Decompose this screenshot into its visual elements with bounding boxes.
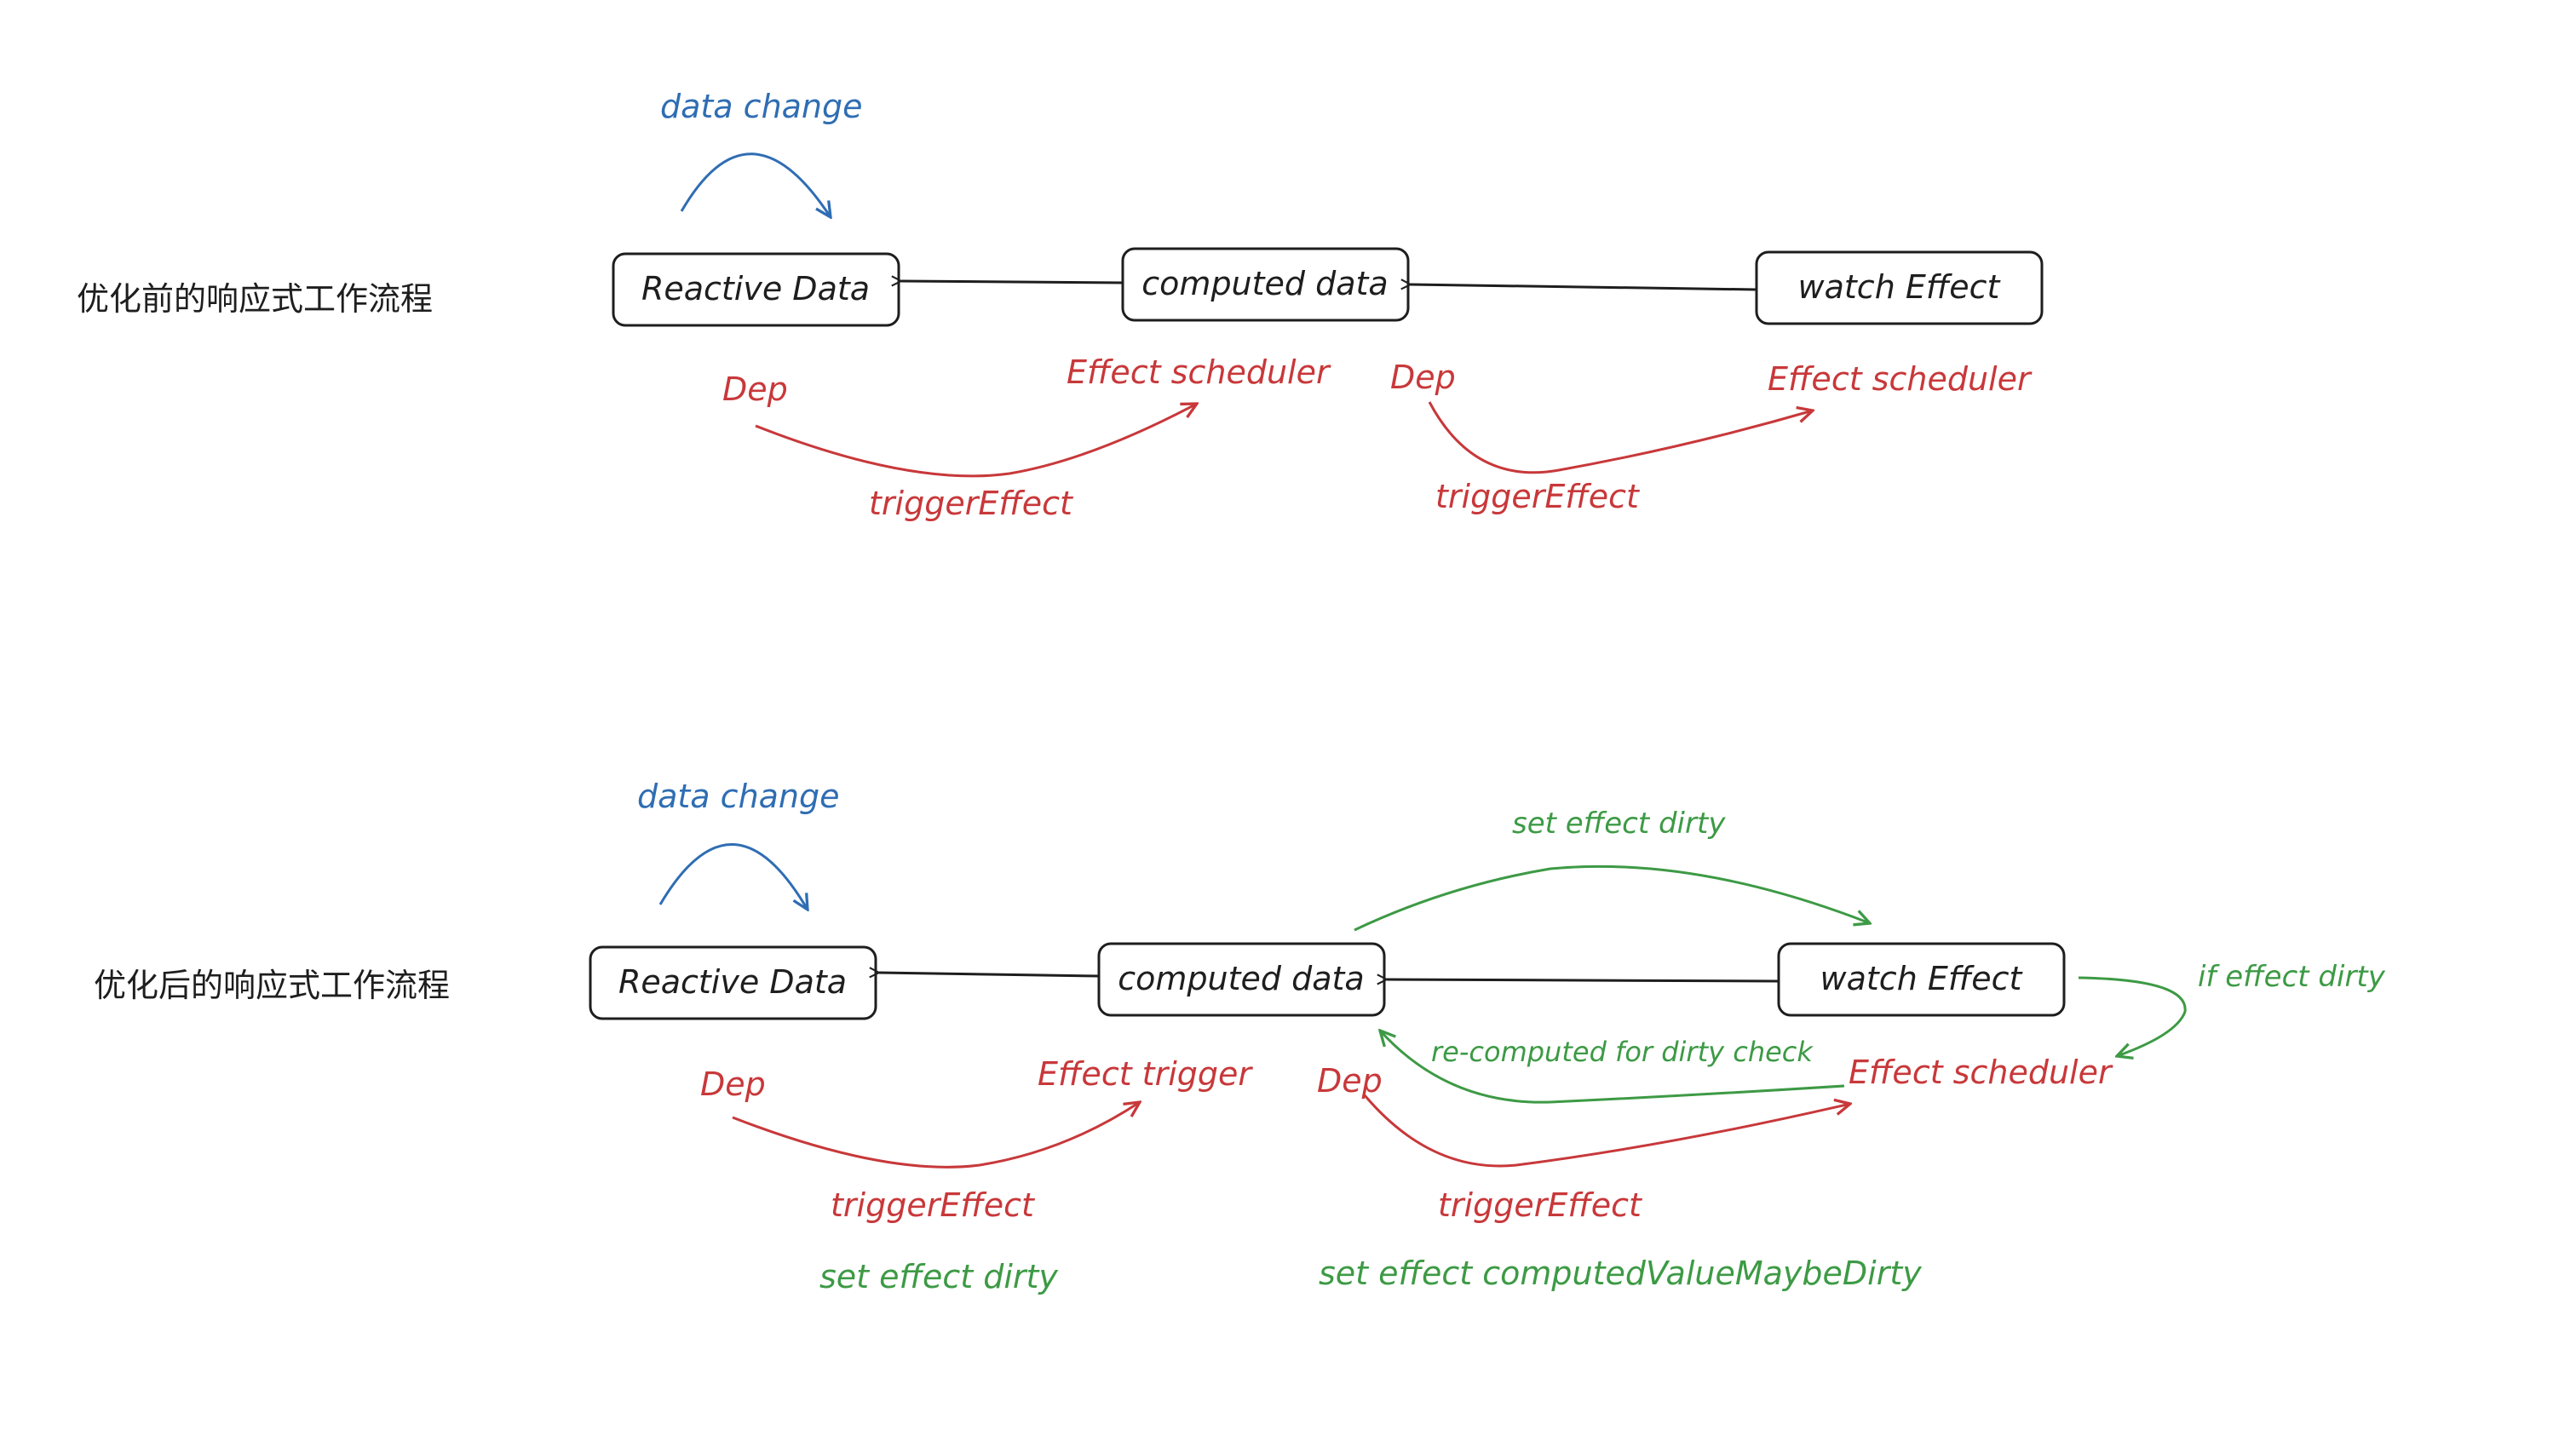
section-title-before: 优化前的响应式工作流程	[77, 280, 433, 318]
maybe-dirty-label: set effect computedValueMaybeDirty	[1319, 1255, 1922, 1292]
node-label: Reactive Data	[641, 270, 870, 307]
node-reactive-data-after: Reactive Data	[589, 945, 877, 1020]
scheduler-label-2-before: Effect scheduler	[1768, 360, 2033, 398]
node-label: watch Effect	[1820, 960, 2024, 997]
node-label: Reactive Data	[618, 963, 847, 1001]
effect-trigger-label: Effect trigger	[1038, 1055, 1253, 1093]
node-label: computed data	[1141, 265, 1388, 302]
scheduler-label-after: Effect scheduler	[1849, 1054, 2113, 1091]
node-computed-data-before: computed data	[1121, 247, 1410, 322]
dep-label-2-before: Dep	[1390, 359, 1456, 396]
data-change-label-before: data change	[660, 88, 863, 125]
trigger-arrow-2-before	[1428, 401, 1813, 474]
node-reactive-data-before: Reactive Data	[612, 252, 900, 327]
node-label: watch Effect	[1798, 268, 2002, 306]
recomputed-label: re-computed for dirty check	[1431, 1036, 1814, 1068]
dep-label-1-after: Dep	[700, 1065, 766, 1103]
trigger-label-2-after: triggerEffect	[1438, 1186, 1643, 1224]
section-title-after: 优化后的响应式工作流程	[94, 967, 450, 1004]
arrow-watch-to-computed-before	[1411, 284, 1757, 291]
node-watch-effect-before: watch Effect	[1755, 250, 2044, 325]
node-label: computed data	[1118, 960, 1364, 997]
trigger-arrow-1-before	[755, 404, 1197, 478]
trigger-label-1-before: triggerEffect	[869, 485, 1074, 522]
data-change-arrow-after	[658, 843, 808, 910]
set-dirty-label-bottom: set effect dirty	[819, 1258, 1058, 1295]
arrow-computed-to-reactive-before	[901, 281, 1124, 283]
dep-label-2-after: Dep	[1317, 1062, 1383, 1100]
arrow-watch-to-computed-after	[1387, 979, 1780, 981]
trigger-arrow-2-after	[1363, 1094, 1850, 1168]
set-dirty-arrow-top	[1354, 864, 1870, 932]
trigger-label-2-before: triggerEffect	[1435, 478, 1641, 515]
data-change-arrow-before	[680, 152, 831, 217]
set-dirty-label-top: set effect dirty	[1512, 807, 1726, 841]
arrow-computed-to-reactive-after	[879, 973, 1100, 976]
node-computed-data-after: computed data	[1097, 942, 1386, 1017]
if-dirty-label: if effect dirty	[2198, 960, 2386, 994]
trigger-label-1-after: triggerEffect	[831, 1186, 1036, 1224]
data-change-label-after: data change	[637, 778, 840, 815]
if-dirty-arrow	[2078, 976, 2187, 1056]
dep-label-1-before: Dep	[722, 370, 788, 408]
recomputed-arrow	[1380, 1031, 1845, 1104]
node-watch-effect-after: watch Effect	[1777, 942, 2066, 1017]
trigger-arrow-1-after	[732, 1102, 1140, 1169]
scheduler-label-1-before: Effect scheduler	[1067, 353, 1331, 391]
